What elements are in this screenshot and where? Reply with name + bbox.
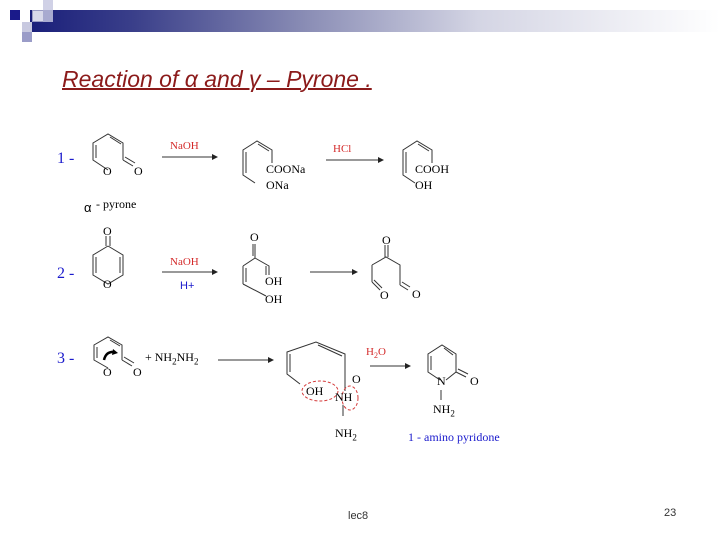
r3-product-o: O bbox=[470, 374, 479, 388]
r2-product-o1: O bbox=[382, 233, 391, 247]
nh2-sub: 2 bbox=[352, 432, 357, 443]
r2-reagent-naoh: NaOH bbox=[170, 256, 199, 268]
r3-intermediate-nh: NH bbox=[335, 390, 353, 404]
header-square-mid2 bbox=[43, 10, 53, 22]
r3-hydrazine-reagent: + NH2NH2 bbox=[145, 350, 198, 366]
r3-product-name: 1 - amino pyridone bbox=[408, 430, 500, 444]
r2-intermediate-o: O bbox=[250, 230, 259, 244]
hydroxy-acid-structure bbox=[402, 140, 433, 184]
hydrazine-sub-2: 2 bbox=[193, 356, 199, 367]
r3-reactant-ring-o: O bbox=[103, 365, 112, 379]
header-square-light bbox=[22, 22, 32, 32]
r2-product-o3: O bbox=[412, 287, 421, 301]
r3-reactant-carbonyl-o: O bbox=[133, 365, 142, 379]
alpha-pyrone-structure bbox=[92, 133, 136, 171]
tricarbonyl-product-structure bbox=[371, 245, 411, 291]
header-square-mid bbox=[22, 32, 32, 42]
r2-reagent-acid: H+ bbox=[180, 280, 195, 292]
reaction-1-number: 1 - bbox=[57, 150, 75, 167]
r2-reactant-ring-o: O bbox=[103, 277, 112, 291]
enol-intermediate-structure bbox=[242, 244, 270, 297]
r1-intermediate-coona: COONa bbox=[266, 162, 306, 176]
hydrazine-sub-1: 2 bbox=[172, 356, 177, 367]
footer-lecture-label: lec8 bbox=[348, 510, 369, 522]
reaction-3-number: 3 - bbox=[57, 350, 75, 367]
reaction-2-number: 2 - bbox=[57, 265, 75, 282]
r1-reagent-naoh: NaOH bbox=[170, 140, 199, 152]
r2-intermediate-oh1: OH bbox=[265, 274, 283, 288]
r1-reagent-hcl: HCl bbox=[333, 143, 352, 155]
nh2-text: NH bbox=[335, 426, 353, 440]
r1-alpha-symbol: α bbox=[84, 200, 92, 215]
water-o: O bbox=[377, 346, 386, 358]
header-square-top bbox=[43, 0, 53, 10]
water-h: H bbox=[366, 346, 374, 358]
r3-intermediate-o: O bbox=[352, 372, 361, 386]
hydrazide-intermediate-structure bbox=[286, 341, 346, 416]
r2-intermediate-oh2: OH bbox=[265, 292, 283, 306]
r3-product-nh2: NH2 bbox=[433, 402, 455, 418]
hydrazine-nh-1: + NH bbox=[145, 350, 173, 364]
product-nh-sub: 2 bbox=[450, 408, 455, 419]
r2-product-o2: O bbox=[380, 288, 389, 302]
amino-pyridone-structure bbox=[427, 344, 469, 400]
product-nh: NH bbox=[433, 402, 451, 416]
r2-reactant-carbonyl-o: O bbox=[103, 224, 112, 238]
r1-reactant-ring-o: O bbox=[103, 164, 112, 178]
sodium-salt-structure bbox=[242, 140, 273, 184]
r3-product-n: N bbox=[437, 374, 446, 388]
slide-title: Reaction of α and γ – Pyrone . bbox=[62, 66, 372, 92]
r1-intermediate-ona: ONa bbox=[266, 178, 289, 192]
header-square-dark bbox=[10, 10, 20, 20]
r1-reactant-name: - pyrone bbox=[96, 197, 137, 211]
page-number: 23 bbox=[664, 507, 677, 519]
header-gradient-bar bbox=[30, 10, 720, 32]
r1-product-cooh: COOH bbox=[415, 162, 450, 176]
r1-reactant-carbonyl-o: O bbox=[134, 164, 143, 178]
r3-reagent-water: H2O bbox=[366, 346, 386, 360]
r3-intermediate-nh2: NH2 bbox=[335, 426, 357, 442]
r3-intermediate-oh: OH bbox=[306, 384, 324, 398]
gamma-pyrone-structure bbox=[92, 236, 124, 285]
alpha-pyrone-structure-3 bbox=[93, 336, 135, 369]
r1-product-oh: OH bbox=[415, 178, 433, 192]
hydrazine-nh-2: NH bbox=[176, 350, 194, 364]
water-sub: 2 bbox=[373, 351, 378, 361]
